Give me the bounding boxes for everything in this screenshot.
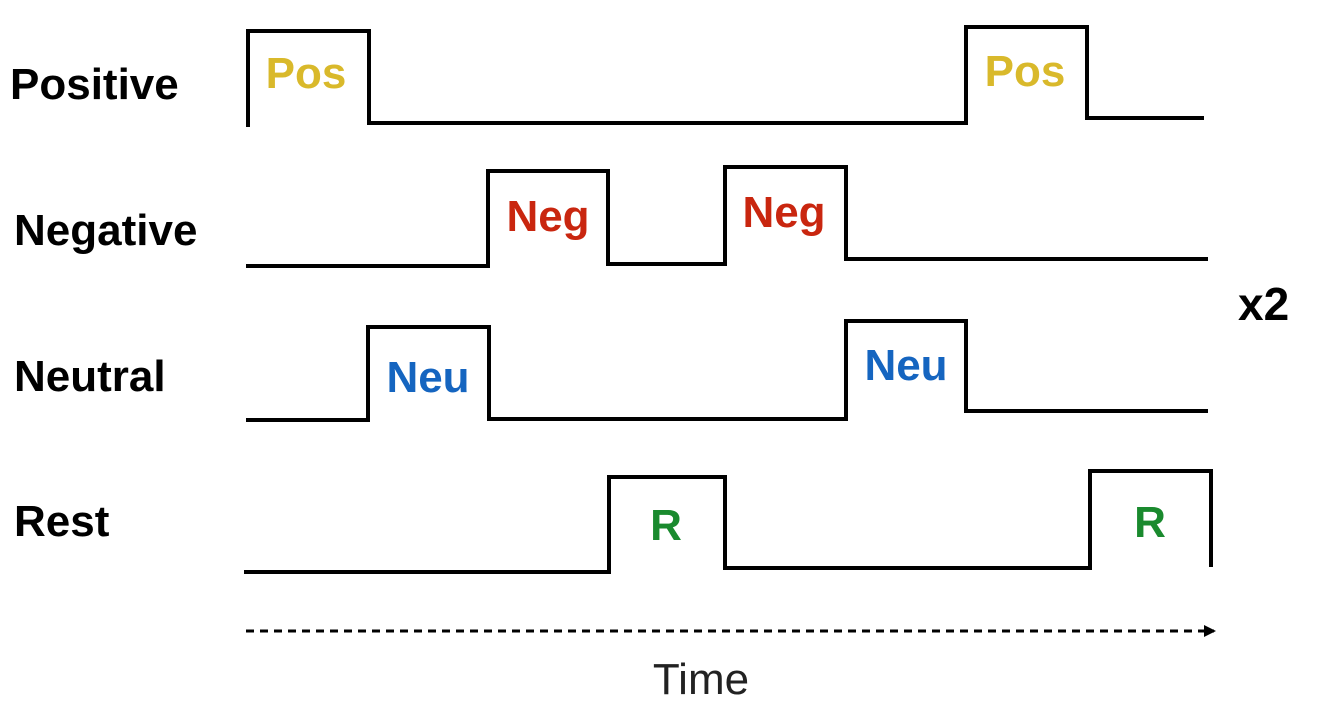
row-label-rest: Rest [14,497,110,546]
row-negative: Negative Neg Neg [14,165,1208,268]
block-label-pos-1: Pos [266,49,347,98]
waveform-neutral [246,319,1208,422]
row-neutral: Neutral Neu Neu [14,319,1208,422]
row-label-negative: Negative [14,206,197,255]
waveform-negative [246,165,1208,268]
block-label-neg-1: Neg [506,192,589,241]
block-label-r-1: R [650,501,682,550]
repeat-label: x2 [1238,278,1289,330]
row-rest: Rest R R [14,469,1213,574]
block-label-r-2: R [1134,498,1166,547]
block-label-neu-1: Neu [386,353,469,402]
time-axis-label: Time [653,655,749,704]
block-label-pos-2: Pos [985,47,1066,96]
block-label-neg-2: Neg [742,188,825,237]
waveform-positive [246,25,1204,127]
row-label-positive: Positive [10,60,179,109]
row-positive: Positive Pos Pos [10,25,1204,127]
block-label-neu-2: Neu [864,341,947,390]
waveform-rest [244,469,1213,574]
row-label-neutral: Neutral [14,352,166,401]
